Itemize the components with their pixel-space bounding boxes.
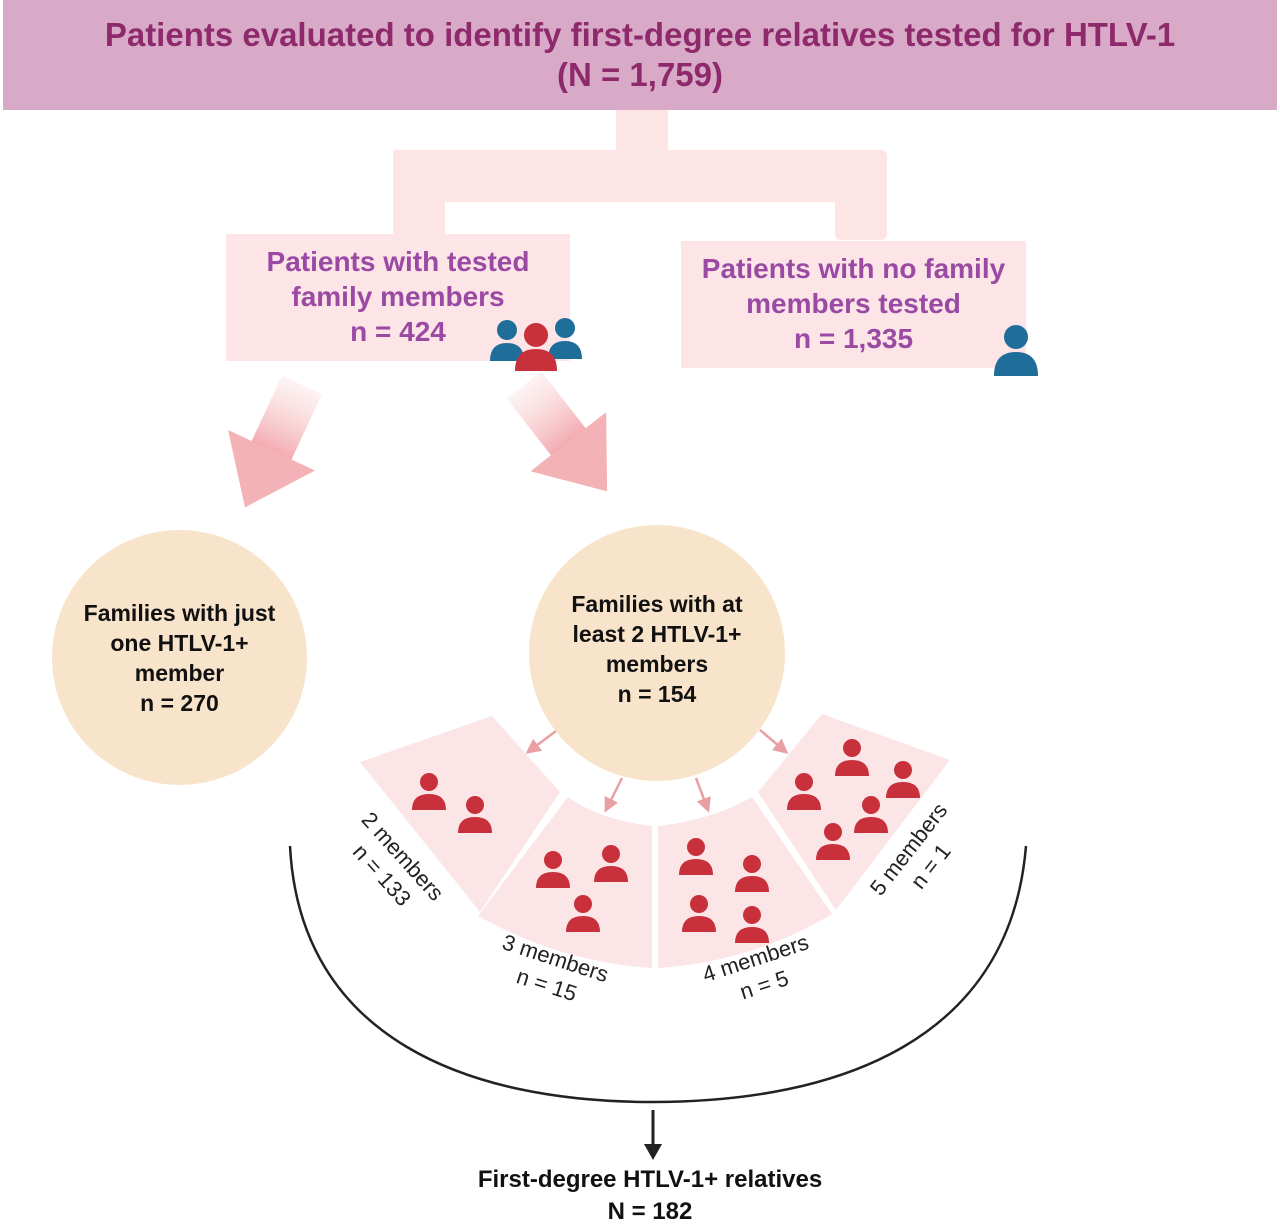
- tested-count: n = 424: [350, 316, 446, 347]
- family-group-icon: [490, 318, 582, 371]
- person-icon: [787, 773, 821, 810]
- untested-line-1: Patients with no family: [701, 253, 1006, 284]
- multi-member-line-3: members: [605, 651, 709, 677]
- untested-family-box: Patients with no family members tested n…: [681, 241, 1026, 368]
- title-line-2: (N = 1,759): [557, 56, 723, 93]
- one-member-line-1: Families with just: [83, 599, 276, 626]
- final-line-1: First-degree HTLV-1+ relatives: [477, 1166, 823, 1193]
- multi-member-line-2: least 2 HTLV-1+: [572, 621, 742, 647]
- person-icon: [458, 796, 492, 833]
- tested-line-2: family members: [291, 281, 505, 312]
- multi-member-line-1: Families with at: [571, 591, 743, 617]
- person-icon: [682, 895, 716, 932]
- person-icon: [835, 739, 869, 776]
- one-member-circle: Families with just one HTLV-1+ member n …: [52, 530, 307, 785]
- one-member-line-2: one HTLV-1+: [110, 629, 249, 656]
- final-result: First-degree HTLV-1+ relatives N = 182: [390, 1164, 910, 1228]
- arrow-right: [506, 371, 608, 492]
- single-person-icon: [994, 325, 1038, 376]
- tested-line-1: Patients with tested: [266, 246, 530, 277]
- person-icon: [594, 845, 628, 882]
- tested-family-box: Patients with tested family members n = …: [226, 234, 570, 361]
- title-line-1: Patients evaluated to identify first-deg…: [104, 16, 1176, 53]
- person-icon: [735, 855, 769, 892]
- down-arrow: [644, 1110, 662, 1160]
- multi-member-circle: Families with at least 2 HTLV-1+ members…: [529, 525, 785, 781]
- title-banner: Patients evaluated to identify first-deg…: [3, 0, 1277, 110]
- arrow-left: [228, 375, 322, 508]
- untested-line-2: members tested: [746, 288, 961, 319]
- segment-2-members: [360, 716, 560, 912]
- final-line-2: N = 182: [607, 1198, 693, 1225]
- small-arrows: [525, 729, 789, 813]
- person-icon: [854, 796, 888, 833]
- bracket-arc: [288, 845, 1028, 1104]
- one-member-line-3: member: [134, 659, 225, 686]
- person-icon: [886, 761, 920, 798]
- person-icon: [679, 838, 713, 875]
- multi-member-count: n = 154: [617, 681, 697, 707]
- person-icon: [816, 823, 850, 860]
- person-icon: [536, 851, 570, 888]
- person-icon: [566, 895, 600, 932]
- person-icon: [412, 773, 446, 810]
- one-member-count: n = 270: [140, 689, 219, 716]
- untested-count: n = 1,335: [793, 323, 914, 354]
- tree-connector: [393, 110, 887, 240]
- person-icon: [735, 906, 769, 943]
